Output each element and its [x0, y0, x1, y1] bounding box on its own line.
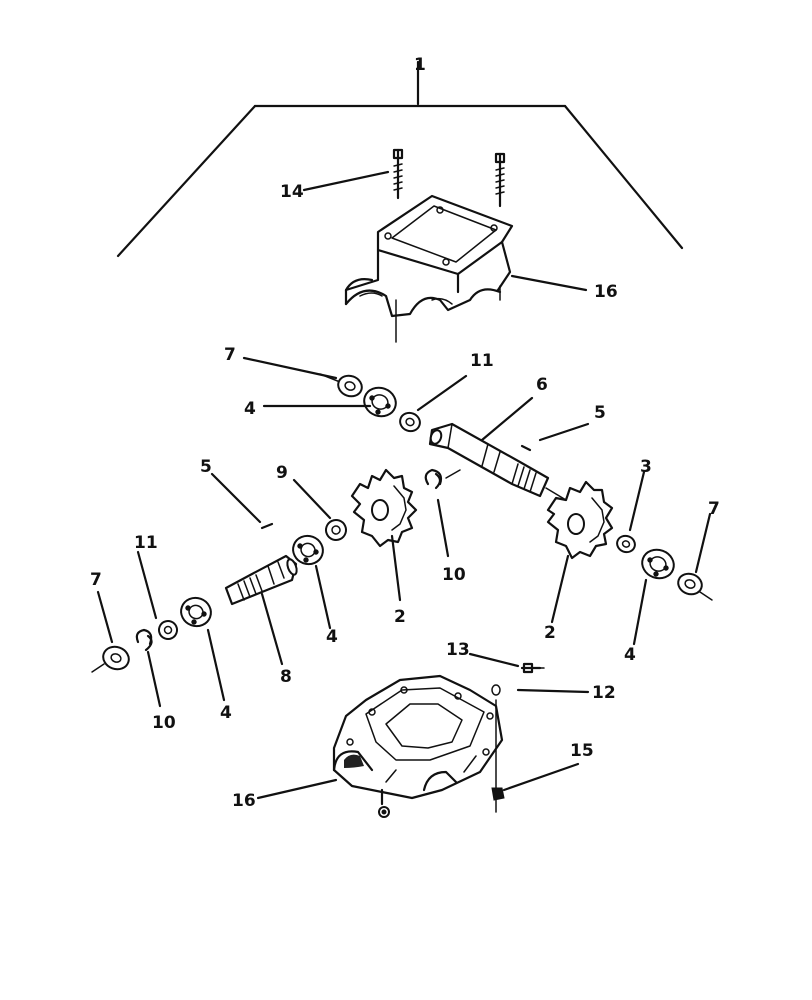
middle-gear-group [350, 468, 713, 601]
callout-2-left-gear: 2 [394, 607, 406, 627]
callout-3: 3 [640, 457, 652, 477]
assembly-bracket [116, 60, 684, 258]
callout-8: 8 [280, 667, 292, 687]
bottom-gearbox-housing [332, 662, 545, 818]
leader-lines [96, 170, 712, 800]
callout-1: 1 [414, 55, 426, 75]
callout-4-middle: 4 [326, 627, 338, 647]
callout-7-top: 7 [224, 345, 236, 365]
callout-9: 9 [276, 463, 288, 483]
callout-7-right: 7 [708, 499, 720, 519]
callout-7-left: 7 [90, 570, 102, 590]
upper-shaft-group [319, 373, 567, 501]
gear-left [350, 468, 418, 548]
lower-shaft-group [91, 519, 347, 673]
callout-16-top: 16 [594, 282, 618, 302]
callout-11-left: 11 [134, 533, 158, 553]
top-gearbox-housing [344, 148, 514, 343]
callout-4-left: 4 [220, 703, 232, 723]
callout-2-right-gear: 2 [544, 623, 556, 643]
callout-13: 13 [446, 640, 470, 660]
callout-6: 6 [536, 375, 548, 395]
gear-right [546, 480, 614, 560]
callout-4-right: 4 [624, 645, 636, 665]
callout-10-middle: 10 [442, 565, 466, 585]
callout-4-top: 4 [244, 399, 256, 419]
callout-16-bottom: 16 [232, 791, 256, 811]
callout-5-right: 5 [594, 403, 606, 423]
callout-15: 15 [570, 741, 594, 761]
callout-10-left: 10 [152, 713, 176, 733]
callout-11-top: 11 [470, 351, 494, 371]
callout-labels: 1 14 16 7 4 11 6 5 5 9 3 7 11 7 10 2 10 … [90, 55, 720, 811]
callout-5-left: 5 [200, 457, 212, 477]
callout-14: 14 [280, 182, 304, 202]
callout-12: 12 [592, 683, 616, 703]
